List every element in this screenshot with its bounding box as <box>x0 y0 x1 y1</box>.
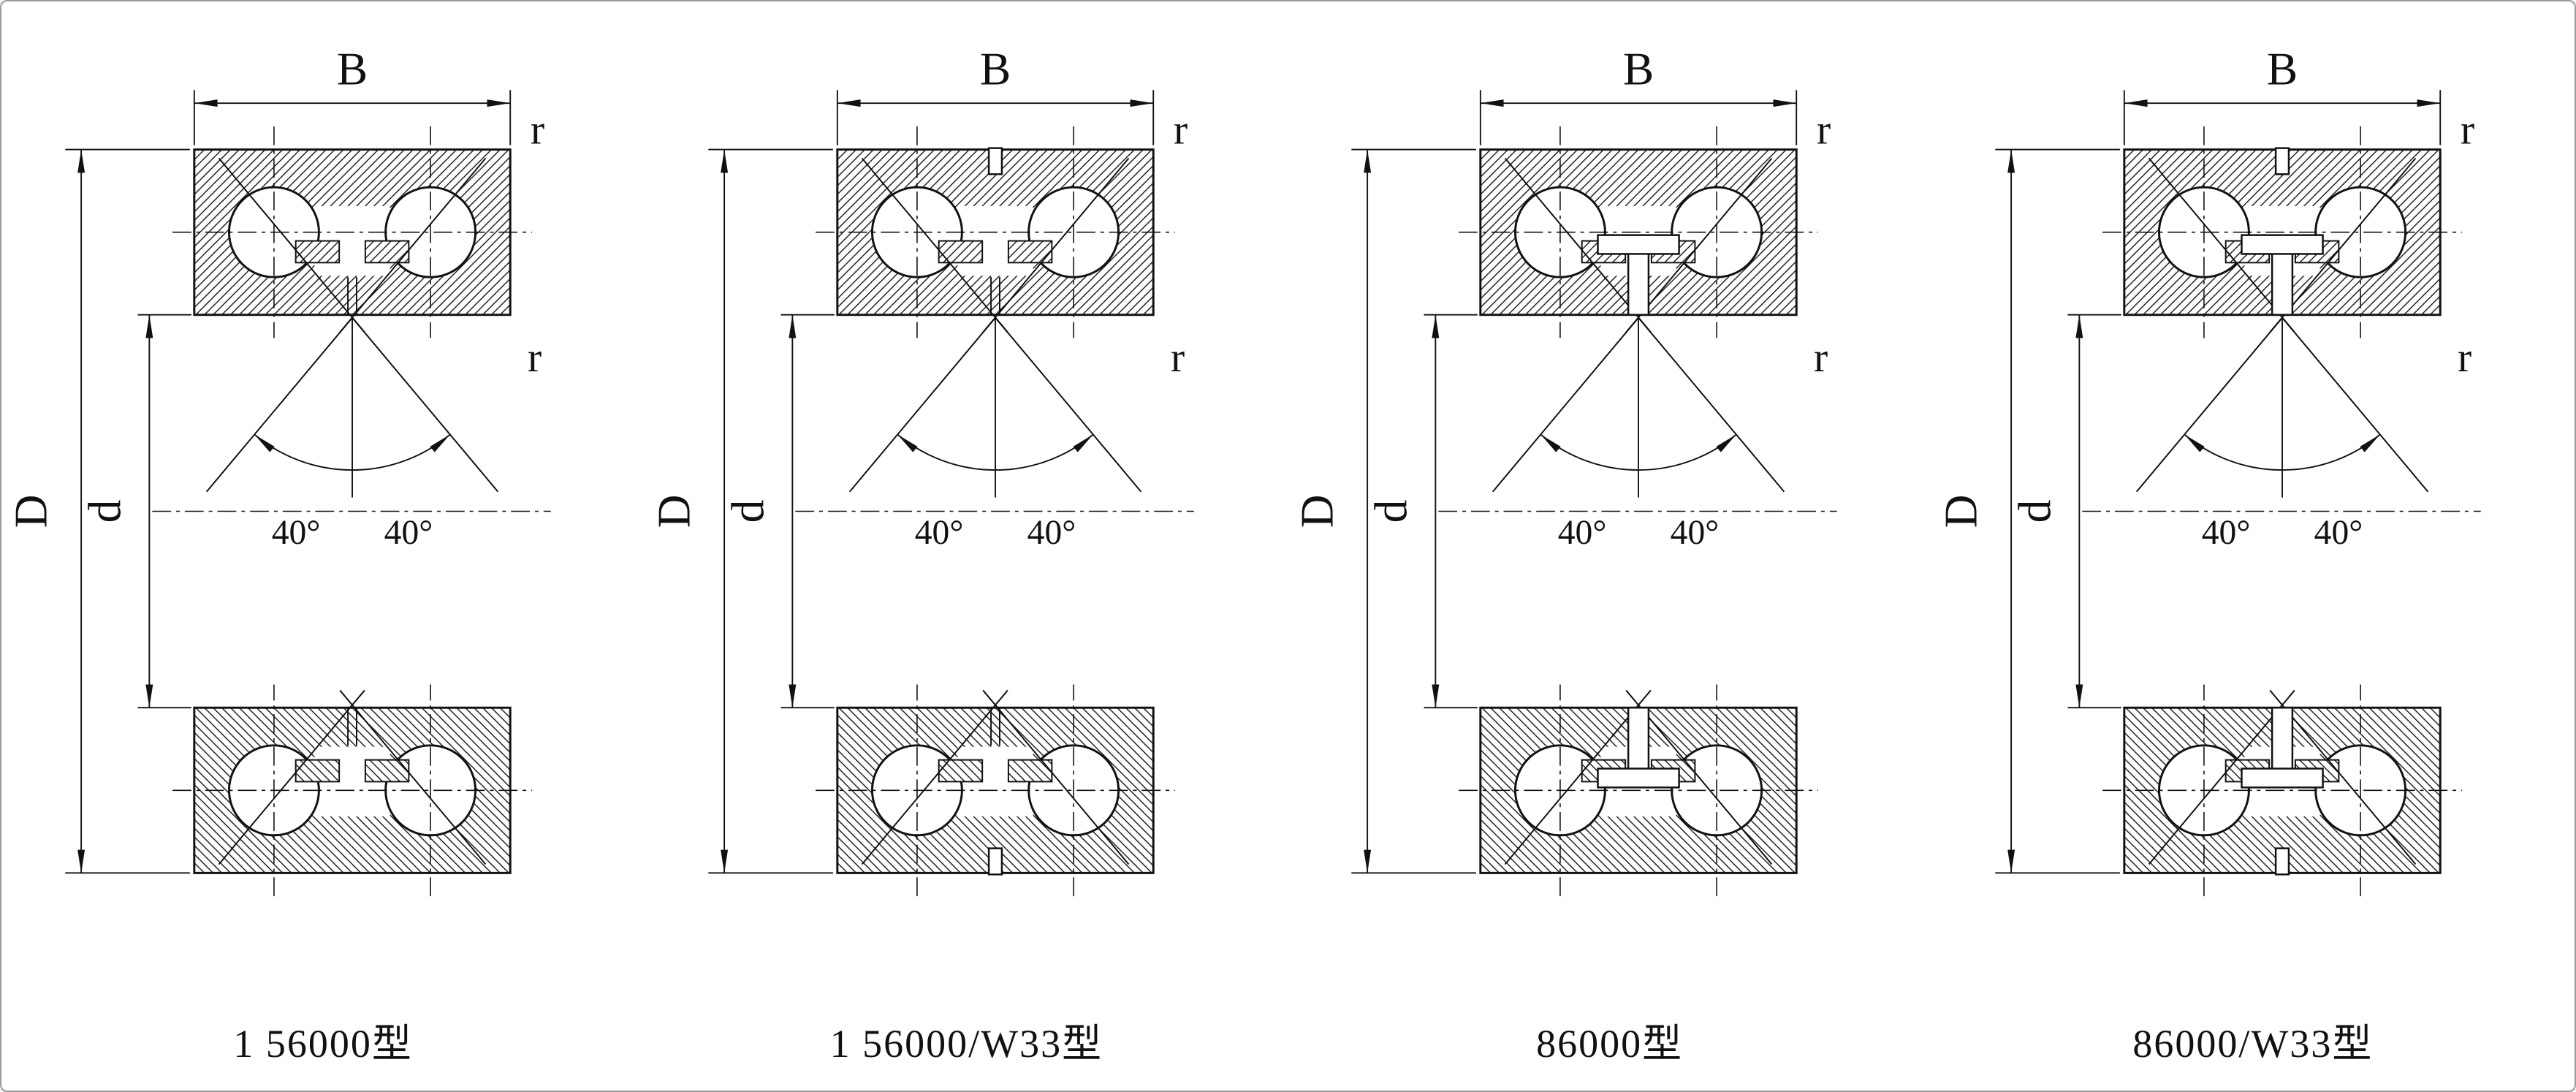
inner-ring-split <box>346 277 357 746</box>
label-r-inner: r <box>528 335 542 381</box>
label-D: D <box>1291 495 1343 528</box>
angle-line <box>352 317 498 493</box>
label-r-inner: r <box>2458 335 2471 381</box>
inner-ring-split <box>990 277 1000 746</box>
bearing-section-block <box>172 126 532 338</box>
label-angle-right: 40° <box>1027 514 1076 552</box>
dimension-d: d <box>2008 314 2121 709</box>
bearing-drawing: B r r D d <box>648 42 1194 898</box>
bearing-drawing: B r r D d <box>4 42 551 898</box>
cage-section <box>1007 240 1053 264</box>
label-r-outer: r <box>1174 107 1188 153</box>
dimension-d: d <box>722 314 835 709</box>
cage-section <box>295 240 340 264</box>
dimension-B: B <box>1480 42 1798 145</box>
flange-bar <box>1597 234 1681 255</box>
figure-caption: 1 56000/W33型 <box>829 1022 1103 1066</box>
contact-angle-annotation: 40° 40° <box>205 317 498 552</box>
dimension-B: B <box>2123 42 2441 145</box>
flange-bar <box>2240 234 2324 255</box>
label-d: d <box>1365 500 1417 523</box>
contact-line <box>2148 157 2295 333</box>
flange-bar <box>2240 767 2324 789</box>
angle-line <box>848 317 996 493</box>
label-r-inner: r <box>1171 335 1185 381</box>
label-angle-right: 40° <box>2314 514 2363 552</box>
bearing-figure: B r r D d <box>645 1 1288 1091</box>
oil-groove-bottom <box>2274 847 2290 876</box>
label-r-outer: r <box>2461 107 2474 153</box>
dimension-B: B <box>836 42 1155 145</box>
label-d: d <box>78 500 130 523</box>
angle-line <box>205 317 353 493</box>
label-D: D <box>4 495 56 528</box>
label-r-outer: r <box>1817 107 1831 153</box>
angle-line <box>2135 317 2283 493</box>
angle-arc <box>897 433 1094 471</box>
angle-line <box>1492 317 1640 493</box>
label-D: D <box>1934 495 1986 528</box>
contact-line <box>982 157 1130 333</box>
center-flange <box>2240 234 2324 789</box>
center-flange <box>1597 234 1681 789</box>
label-angle-right: 40° <box>384 514 433 552</box>
label-d: d <box>722 500 774 523</box>
label-D: D <box>648 495 700 528</box>
dimension-B: B <box>193 42 511 145</box>
contact-line <box>861 157 1008 333</box>
bearing-section-block-mirror <box>171 683 533 898</box>
label-B: B <box>1623 42 1654 94</box>
angle-line <box>1638 317 1785 493</box>
w33-oil-groove <box>987 147 1003 876</box>
contact-angle-annotation: 40° 40° <box>1492 317 1785 552</box>
bearing-figure: B r r D d <box>1931 1 2575 1091</box>
contact-angle-annotation: 40° 40° <box>848 317 1142 552</box>
figure-caption: 86000型 <box>1536 1022 1684 1066</box>
dimension-D: D <box>4 148 190 874</box>
contact-line <box>2268 157 2416 333</box>
dimension-d: d <box>1365 314 1478 709</box>
oil-groove-top <box>987 147 1003 175</box>
angle-line <box>2281 317 2428 493</box>
angle-arc <box>1540 433 1737 471</box>
oil-groove-top <box>2274 147 2290 175</box>
contact-line <box>1625 157 1773 333</box>
contact-line <box>218 157 365 333</box>
contact-line <box>1505 157 1652 333</box>
angle-line <box>995 317 1142 493</box>
bearing-drawing: B r r D d <box>1291 42 1838 898</box>
contact-angle-annotation: 40° 40° <box>2135 317 2428 552</box>
w33-oil-groove <box>2274 147 2290 876</box>
label-angle-left: 40° <box>915 514 964 552</box>
label-B: B <box>337 42 368 94</box>
bearing-figure: B r r D d <box>1288 1 1931 1091</box>
label-angle-left: 40° <box>1558 514 1607 552</box>
dimension-D: D <box>1291 148 1477 874</box>
dimension-D: D <box>648 148 833 874</box>
label-d: d <box>2008 500 2060 523</box>
cage-section <box>938 240 984 264</box>
label-r-inner: r <box>1814 335 1828 381</box>
angle-arc <box>2184 433 2381 471</box>
bearing-section-block <box>816 126 1175 338</box>
label-B: B <box>980 42 1011 94</box>
oil-groove-bottom <box>987 847 1003 876</box>
dimension-D: D <box>1934 148 2120 874</box>
figure-caption: 86000/W33型 <box>2132 1022 2374 1066</box>
label-r-outer: r <box>531 107 544 153</box>
cage-section <box>364 240 410 264</box>
label-B: B <box>2266 42 2297 94</box>
angle-arc <box>254 433 451 471</box>
bearing-section-block <box>1459 126 1819 338</box>
figure-caption: 1 56000型 <box>233 1022 413 1066</box>
bearing-figure: B r r D d <box>1 1 645 1091</box>
label-angle-right: 40° <box>1671 514 1720 552</box>
label-angle-left: 40° <box>272 514 321 552</box>
contact-line <box>339 157 487 333</box>
flange-bar <box>1597 767 1681 789</box>
bearing-drawing: B r r D d <box>1934 42 2481 898</box>
label-angle-left: 40° <box>2201 514 2250 552</box>
dimension-d: d <box>78 314 191 709</box>
